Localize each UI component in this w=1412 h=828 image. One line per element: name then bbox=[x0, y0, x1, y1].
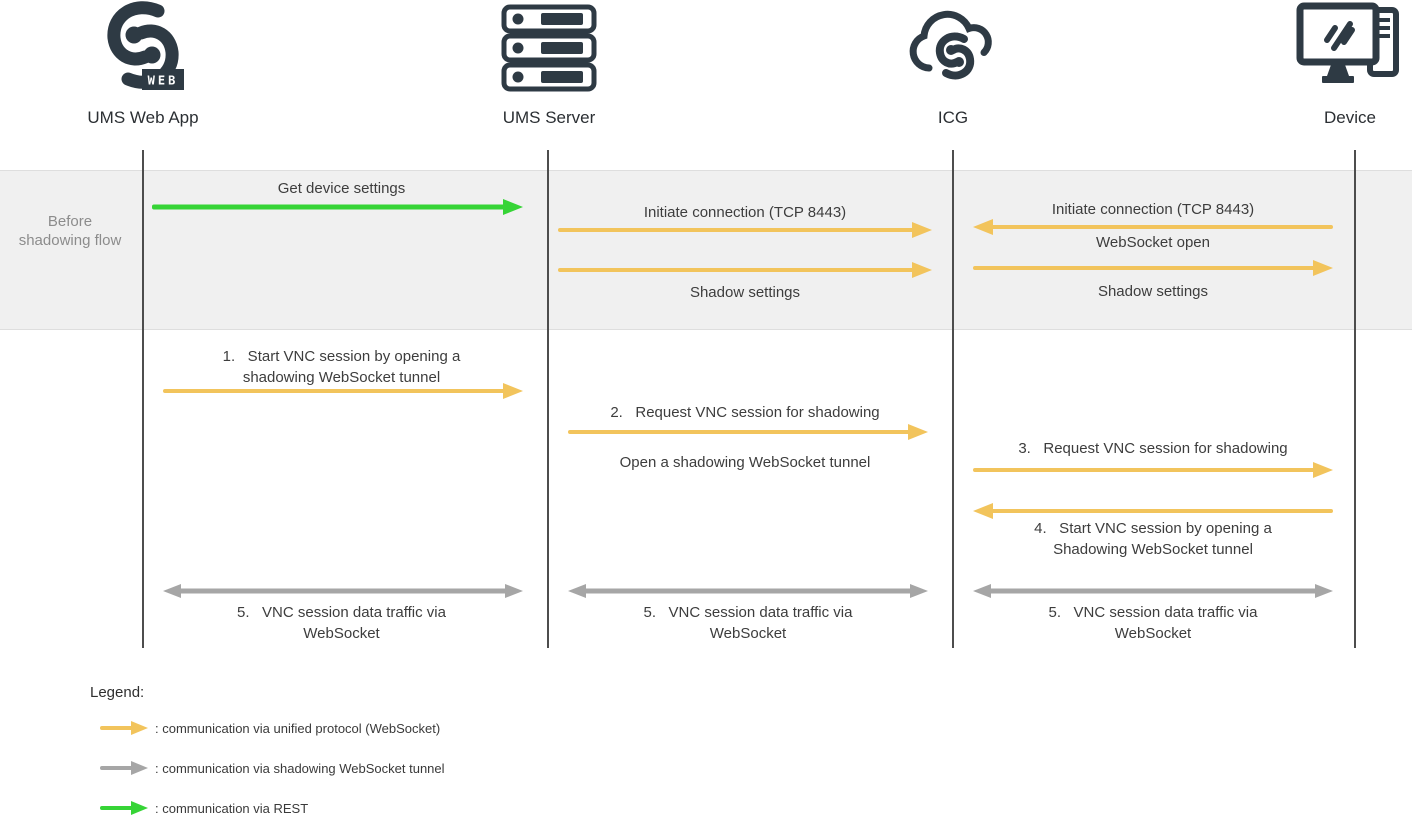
arrowhead-icon bbox=[503, 199, 523, 215]
message-arrow-unified bbox=[163, 383, 523, 399]
actor-label: ICG bbox=[937, 108, 969, 127]
arrowhead-icon bbox=[131, 761, 148, 775]
arrowhead-icon bbox=[131, 721, 148, 735]
message-label: Shadow settings bbox=[1097, 283, 1209, 300]
legend-arrow-tunnel bbox=[100, 760, 148, 776]
message-line: 4. Start VNC session by opening a bbox=[1034, 520, 1272, 537]
actor-label: UMS Server bbox=[502, 108, 596, 127]
message-arrow-unified bbox=[973, 219, 1333, 235]
message-arrow-unified bbox=[568, 424, 928, 440]
lifeline-ums-server bbox=[547, 150, 549, 648]
message-line: 5. VNC session data traffic via bbox=[1048, 604, 1258, 621]
legend-item-label: : communication via shadowing WebSocket … bbox=[155, 761, 445, 776]
message-arrow-unified bbox=[558, 262, 932, 278]
message-line: WebSocket bbox=[303, 625, 380, 642]
arrowhead-icon bbox=[973, 219, 993, 235]
arrowhead-icon bbox=[908, 424, 928, 440]
message-line: 5. VNC session data traffic via bbox=[237, 604, 446, 621]
arrowhead-icon bbox=[912, 222, 932, 238]
phase-band bbox=[0, 170, 1412, 330]
message-line: 5. VNC session data traffic via bbox=[643, 604, 853, 621]
message-label: 1. Start VNC session by opening a shadow… bbox=[160, 346, 523, 388]
arrowhead-icon bbox=[505, 584, 523, 598]
arrowhead-icon bbox=[163, 584, 181, 598]
actor-ums-server: UMS Server bbox=[449, 2, 649, 128]
message-label: 3. Request VNC session for shadowing bbox=[1018, 440, 1288, 457]
message-line: shadowing WebSocket tunnel bbox=[242, 369, 441, 386]
message-label: 4. Start VNC session by opening a Shadow… bbox=[973, 518, 1333, 560]
monitor-tower-icon bbox=[1294, 2, 1406, 92]
message-line: 1. Start VNC session by opening a bbox=[222, 348, 461, 365]
message-arrow-rest bbox=[152, 199, 523, 215]
message-arrow-tunnel bbox=[973, 583, 1333, 599]
message-arrow-unified bbox=[973, 503, 1333, 519]
arrowhead-icon bbox=[973, 584, 991, 598]
message-arrow-unified bbox=[973, 260, 1333, 276]
message-label: WebSocket open bbox=[1096, 234, 1210, 251]
server-stack-icon bbox=[501, 2, 597, 92]
phase-band-label: Before shadowing flow bbox=[18, 213, 122, 249]
message-label: 5. VNC session data traffic via WebSocke… bbox=[568, 602, 928, 644]
message-label: Initiate connection (TCP 8443) bbox=[643, 204, 847, 221]
legend-title: Legend: bbox=[90, 684, 145, 701]
lifeline-device bbox=[1354, 150, 1356, 648]
arrowhead-icon bbox=[131, 801, 148, 815]
message-arrow-tunnel bbox=[163, 583, 523, 599]
message-label: 5. VNC session data traffic via WebSocke… bbox=[973, 602, 1333, 644]
message-line: WebSocket bbox=[1114, 625, 1192, 642]
arrowhead-icon bbox=[1315, 584, 1333, 598]
svg-text:WEB: WEB bbox=[148, 74, 179, 88]
message-arrow-tunnel bbox=[568, 583, 928, 599]
legend-item-label: : communication via REST bbox=[155, 801, 309, 816]
message-line: Shadowing WebSocket tunnel bbox=[1053, 541, 1253, 558]
arrowhead-icon bbox=[973, 503, 993, 519]
actor-icg: ICG bbox=[853, 2, 1053, 128]
igel-web-logo-icon: WEB bbox=[95, 1, 191, 92]
arrowhead-icon bbox=[912, 262, 932, 278]
arrowhead-icon bbox=[910, 584, 928, 598]
message-label: 2. Request VNC session for shadowing bbox=[610, 404, 880, 421]
legend-arrow-unified bbox=[100, 720, 148, 736]
actor-label: Device bbox=[1324, 108, 1376, 127]
lifeline-ums-web-app bbox=[142, 150, 144, 648]
message-label: Get device settings bbox=[277, 180, 406, 197]
message-arrow-unified bbox=[973, 462, 1333, 478]
message-label: Shadow settings bbox=[689, 284, 801, 301]
message-line: WebSocket bbox=[709, 625, 787, 642]
lifeline-icg bbox=[952, 150, 954, 648]
message-arrow-unified bbox=[558, 222, 932, 238]
actor-ums-web-app: WEB UMS Web App bbox=[43, 1, 243, 128]
legend-item-label: : communication via unified protocol (We… bbox=[155, 721, 441, 736]
message-label: Open a shadowing WebSocket tunnel bbox=[619, 454, 871, 471]
message-label: 5. VNC session data traffic via WebSocke… bbox=[160, 602, 523, 644]
arrowhead-icon bbox=[1313, 260, 1333, 276]
legend-arrow-rest bbox=[100, 800, 148, 816]
actor-device: Device bbox=[1250, 2, 1412, 128]
arrowhead-icon bbox=[1313, 462, 1333, 478]
arrowhead-icon bbox=[503, 383, 523, 399]
arrowhead-icon bbox=[568, 584, 586, 598]
actor-label: UMS Web App bbox=[87, 108, 199, 127]
message-label: Initiate connection (TCP 8443) bbox=[1051, 201, 1255, 218]
cloud-logo-icon bbox=[903, 2, 1003, 92]
